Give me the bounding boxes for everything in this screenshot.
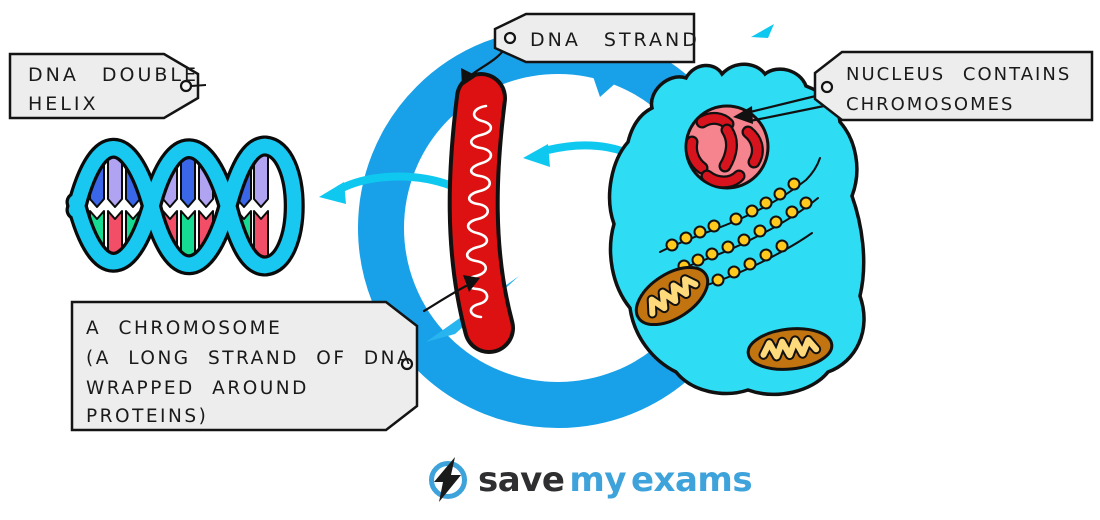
tag-label: NUCLEUS CONTAINS bbox=[846, 64, 1071, 85]
mitochondrion-cristae bbox=[648, 276, 699, 317]
helix-strand bbox=[68, 141, 273, 274]
tag-label: A CHROMOSOME bbox=[86, 318, 282, 339]
arrow-cell-to-chromosome-head-icon bbox=[523, 144, 550, 167]
logo-circle bbox=[429, 461, 467, 499]
tag-label: PROTEINS) bbox=[86, 406, 208, 427]
helix-strand bbox=[68, 138, 273, 272]
tag-a-chromosome: A CHROMOSOME (A LONG STRAND OF DNA WRAPP… bbox=[70, 300, 419, 432]
tag-label: DNA STRAND bbox=[530, 29, 700, 51]
tag-label: (A LONG STRAND OF DNA bbox=[86, 348, 412, 369]
swoosh-sliver-top bbox=[751, 24, 774, 38]
mitochondrion bbox=[746, 327, 834, 371]
tag-dna-strand: DNA STRAND bbox=[493, 12, 700, 64]
arrow-chromosome-to-helix-head-icon bbox=[319, 182, 346, 204]
arrow-chromosome-to-helix bbox=[336, 172, 456, 193]
tag-nucleus-contains-chromosomes: NUCLEUS CONTAINS CHROMOSOMES bbox=[813, 50, 1094, 122]
tag-label: CHROMOSOMES bbox=[846, 94, 1014, 115]
arrow-chromosome-head-icon bbox=[463, 275, 480, 292]
tag-hole-icon bbox=[503, 31, 517, 45]
nucleus-chromosome bbox=[743, 127, 762, 167]
nucleus-chromosome bbox=[720, 125, 736, 171]
nucleus-chromosome bbox=[687, 137, 707, 173]
logo-text-exams: exams bbox=[631, 460, 753, 500]
tag-dna-double-helix: DNA DOUBLE HELIX bbox=[8, 52, 207, 120]
tag-hole-icon bbox=[820, 80, 834, 94]
arrow-nucleus-head-icon bbox=[733, 106, 753, 124]
nucleus-chromosome bbox=[702, 171, 744, 187]
tag-shape bbox=[813, 50, 1094, 122]
mitochondrion-cristae bbox=[760, 337, 820, 360]
tag-label: DNA DOUBLE bbox=[28, 64, 199, 86]
tag-label: WRAPPED AROUND bbox=[86, 378, 309, 399]
savemyexams-logo: save my exams bbox=[424, 456, 753, 504]
logo-text-my: my bbox=[569, 460, 626, 500]
tag-shape bbox=[493, 12, 696, 64]
tag-string bbox=[190, 84, 207, 87]
nucleus bbox=[684, 104, 770, 190]
tag-hole-icon bbox=[400, 357, 414, 371]
tag-label: HELIX bbox=[28, 93, 99, 115]
helix-end-cap bbox=[257, 138, 302, 274]
tag-shape bbox=[70, 300, 419, 432]
chromosome-body bbox=[451, 76, 511, 350]
arrow-nucleus-tag bbox=[744, 92, 831, 123]
chromosome-illustration bbox=[447, 72, 515, 354]
dna-helix-illustration bbox=[65, 135, 305, 277]
tag-shape bbox=[8, 52, 200, 120]
logo-text-save: save bbox=[478, 460, 565, 500]
tag-hole-icon bbox=[179, 79, 193, 93]
mitochondrion bbox=[634, 265, 710, 327]
lightning-bolt-icon bbox=[434, 457, 461, 502]
arrow-dna-strand-head-icon bbox=[461, 68, 477, 86]
logo-bolt-icon bbox=[429, 457, 467, 502]
cell-illustration bbox=[607, 62, 866, 397]
nucleus-chromosome bbox=[697, 114, 733, 129]
arrow-chromosome-tag bbox=[422, 283, 470, 313]
